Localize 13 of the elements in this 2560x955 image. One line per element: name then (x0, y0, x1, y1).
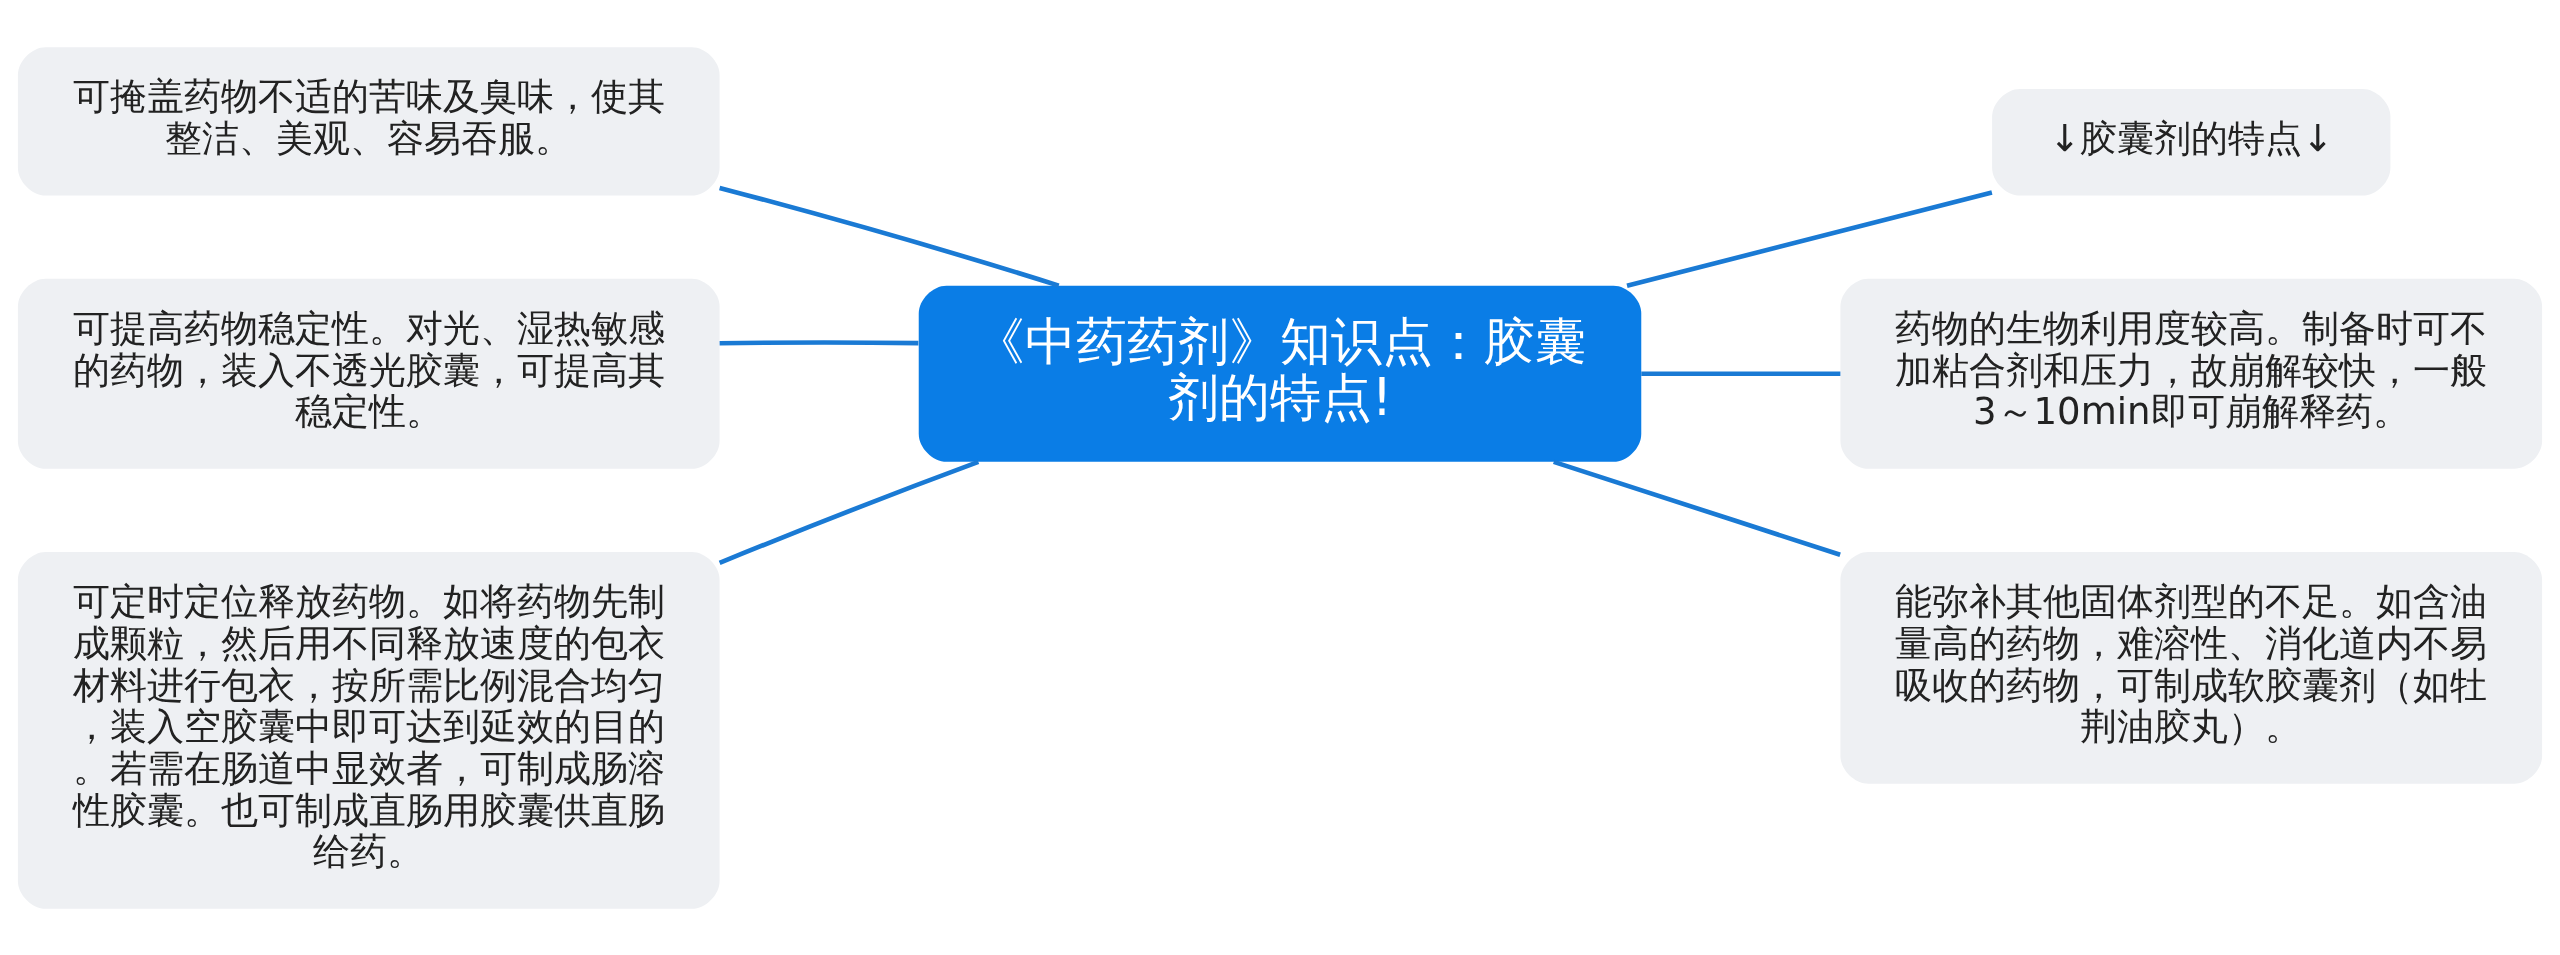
connector (719, 185, 1060, 288)
node-box: 《中药药剂》知识点：胶囊剂的特点! (918, 285, 1642, 462)
connector (1626, 189, 1993, 288)
node-box: 可定时定位释放药物。如将药物先制成颗粒，然后用不同释放速度的包衣材料进行包衣，按所需比例混合均匀，装入空胶囊中即可达到延效的目的。若需在肠道中显效者，可制成肠溶性胶囊。也可制成直肠用胶囊供直肠给药。 (17, 551, 720, 909)
connector (718, 459, 980, 565)
connector (1553, 459, 1841, 557)
node-box: 可掩盖药物不适的苦味及臭味，使其整洁、美观、容易吞服。 (17, 46, 720, 195)
connector (719, 339, 919, 346)
node-box: ↓胶囊剂的特点↓ (1992, 88, 2391, 195)
node-box: 药物的生物利用度较高。制备时可不加粘合剂和压力，故崩解较快，一般3～10min即可崩解释药。 (1840, 278, 2543, 469)
node-box: 可提高药物稳定性。对光、湿热敏感的药物，装入不透光胶囊，可提高其稳定性。 (17, 278, 720, 469)
node-box: 能弥补其他固体剂型的不足。如含油量高的药物，难溶性、消化道内不易吸收的药物，可制成软胶囊剂（如牡荆油胶丸）。 (1840, 551, 2543, 784)
connector (1641, 370, 1841, 376)
